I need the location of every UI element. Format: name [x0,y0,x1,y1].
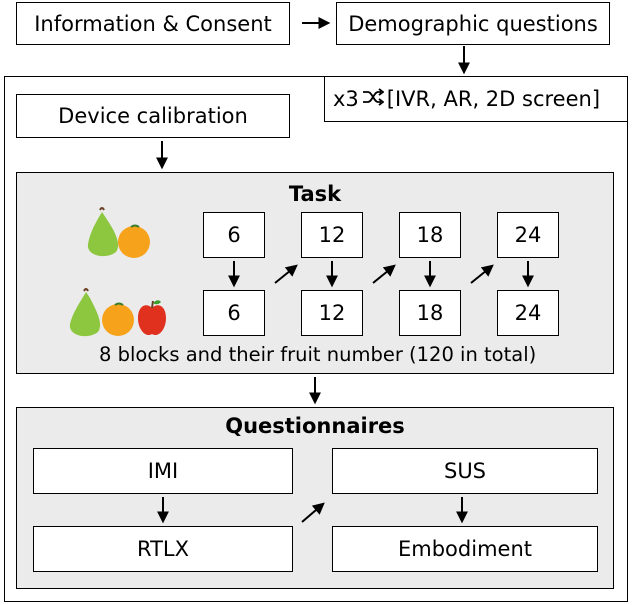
task-block-number: 24 [514,223,542,247]
task-block-box: 12 [301,212,363,258]
task-block-box: 24 [497,290,559,336]
task-block-box: 18 [399,290,461,336]
shuffle-icon [362,87,385,112]
task-block-number: 12 [318,301,346,325]
arrow [470,264,494,284]
task-block-number: 12 [318,223,346,247]
pear-icon [87,207,119,257]
task-panel [16,172,614,374]
sus-box: SUS [332,448,598,494]
arrow [372,264,396,284]
demographic-questions-box: Demographic questions [336,2,610,45]
task-block-number: 6 [227,301,241,325]
imi-label: IMI [147,459,179,483]
task-title: Task [288,182,342,206]
task-block-number: 6 [227,223,241,247]
embodiment-box: Embodiment [332,526,598,572]
sus-label: SUS [443,459,487,483]
arrow [301,502,325,523]
device-calibration-label: Device calibration [58,104,248,128]
task-block-number: 18 [416,223,444,247]
questionnaires-title: Questionnaires [225,414,405,438]
orange-icon [102,302,134,336]
task-block-box: 6 [203,290,265,336]
device-calibration-box: Device calibration [16,94,290,138]
apple-icon [138,300,166,336]
task-block-box: 18 [399,212,461,258]
task-block-box: 6 [203,212,265,258]
orange-icon [118,224,150,258]
arrow [274,264,298,284]
task-block-box: 24 [497,212,559,258]
demographic-questions-label: Demographic questions [348,11,598,36]
task-block-number: 18 [416,301,444,325]
information-consent-box: Information & Consent [16,2,290,45]
embodiment-label: Embodiment [398,537,532,561]
conditions-list: [IVR, AR, 2D screen] [386,87,601,111]
task-block-box: 12 [301,290,363,336]
task-caption: 8 blocks and their fruit number (120 in … [99,343,537,366]
rtlx-label: RTLX [137,537,189,561]
conditions-box: x3 [IVR, AR, 2D screen] [324,76,628,122]
imi-box: IMI [33,448,293,494]
repeat-label: x3 [333,87,359,111]
rtlx-box: RTLX [33,526,293,572]
pear-icon [69,288,101,337]
information-consent-label: Information & Consent [34,11,272,36]
task-block-number: 24 [514,301,542,325]
